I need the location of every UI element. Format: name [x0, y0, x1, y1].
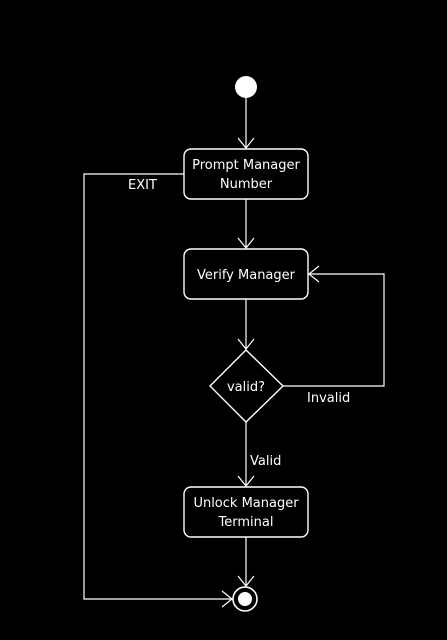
action-verify-manager: Verify Manager: [183, 248, 309, 300]
action-unlock-manager-terminal: Unlock Manager Terminal: [183, 486, 309, 538]
unlock-terminal-label-line1: Unlock Manager: [193, 496, 299, 511]
verify-manager-label: Verify Manager: [197, 268, 296, 283]
unlock-terminal-label-line2: Terminal: [218, 515, 274, 530]
decision-label: valid?: [227, 380, 265, 395]
edge-valid: Valid: [237, 422, 281, 487]
edge-invalid-loop: Invalid: [283, 265, 385, 406]
edge-exit: EXIT: [83, 173, 233, 608]
prompt-manager-label-line2: Number: [220, 177, 273, 192]
end-node: [232, 586, 258, 612]
invalid-label: Invalid: [307, 391, 350, 406]
start-node: [235, 76, 257, 98]
valid-label: Valid: [250, 454, 281, 469]
exit-label: EXIT: [128, 178, 157, 193]
edge-start-to-prompt: [237, 98, 255, 149]
edge-verify-to-decision: [237, 299, 255, 350]
decision-valid: valid?: [209, 349, 285, 423]
edge-unlock-to-end: [237, 537, 255, 587]
prompt-manager-label-line1: Prompt Manager: [192, 158, 300, 173]
edge-prompt-to-verify: [237, 199, 255, 249]
action-prompt-manager-number: Prompt Manager Number: [183, 148, 309, 200]
